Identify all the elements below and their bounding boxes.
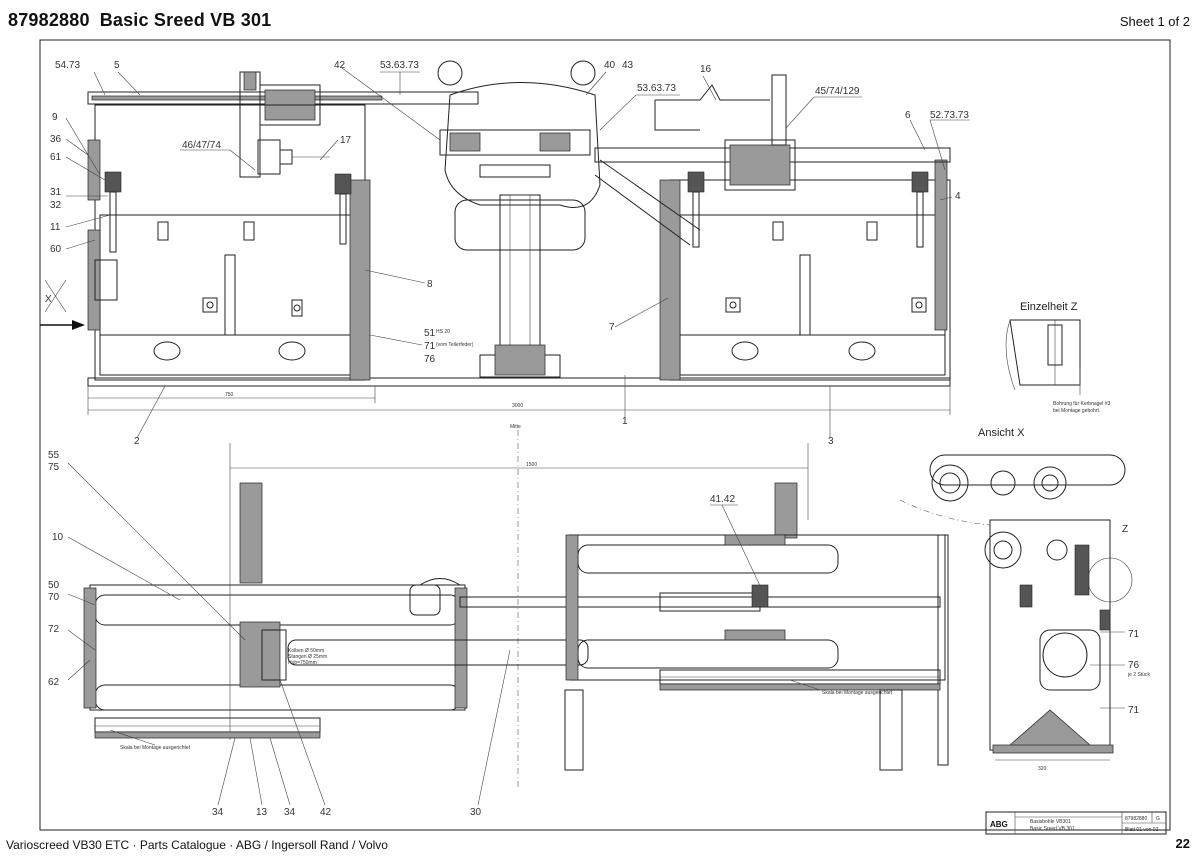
callout: 55	[48, 450, 60, 461]
callout: 11	[50, 222, 61, 233]
title-block-text: ABG Basisbohle VB301 Basic Sreed VB 301 …	[990, 816, 1160, 833]
callout: 41.42	[710, 494, 735, 505]
callout: 52.73.73	[930, 110, 969, 121]
callout: 53.63.73	[380, 60, 419, 71]
sheet-indicator: Sheet 1 of 2	[1119, 14, 1190, 29]
dimension: 320	[1038, 766, 1047, 772]
callout: 71	[1128, 629, 1140, 640]
callout: 34	[284, 807, 296, 818]
callout: 8	[427, 279, 433, 290]
callout: 32	[50, 200, 62, 211]
callout: 42	[334, 60, 346, 71]
dimension: 1500	[526, 462, 537, 468]
callout: 71	[424, 341, 436, 352]
callout: 30	[470, 807, 482, 818]
note-stueck: je 2 Stück	[1127, 672, 1150, 678]
note-teilerfeder: (vom Teilerfeder)	[436, 342, 474, 348]
callout: 40	[604, 60, 616, 71]
callout: 13	[256, 807, 268, 818]
drawing-title: Basic Sreed VB 301	[99, 10, 272, 30]
page-title: 87982880 Basic Sreed VB 301	[8, 10, 271, 31]
callout: 75	[48, 462, 60, 473]
notes: X Mitte Einzelheit Z Ansicht X Bohrung f…	[45, 294, 1150, 751]
note-kolben: Kolben Ø 50mm	[288, 648, 324, 654]
view-marker-x: X	[45, 294, 52, 305]
callout: 3	[828, 436, 834, 447]
callout: 60	[50, 244, 62, 255]
note-hub: Hub=750mm	[288, 660, 317, 666]
callout: 6	[905, 110, 911, 121]
callout: 31	[50, 187, 62, 198]
title-block-rev: G	[1156, 816, 1160, 822]
callout: 76	[1128, 660, 1140, 671]
callout: 54.73	[55, 60, 80, 71]
callout: 72	[48, 624, 60, 635]
drawing-frame	[39, 39, 1171, 831]
page-number: 22	[1175, 836, 1190, 851]
callout: 10	[52, 532, 64, 543]
dimension: 750	[225, 392, 234, 398]
callout: 34	[212, 807, 224, 818]
title-block	[985, 811, 1167, 835]
callout: 53.63.73	[637, 83, 676, 94]
callout: 2	[134, 436, 140, 447]
callout: 1	[622, 416, 628, 427]
note-skala-left: Skala bei Montage ausgerichtet	[120, 745, 191, 751]
callout: Z	[1122, 524, 1128, 535]
title-block-sheet: Blatt 01 von 02	[1125, 827, 1159, 833]
callout: 36	[50, 134, 62, 145]
note-stangen: Stangen Ø 25mm	[288, 654, 327, 660]
dimension: 3000	[512, 403, 523, 409]
callout: 7	[609, 322, 615, 333]
callout-labels: 54.73 5 42 53.63.73 40 43 16 53.63.73 45…	[48, 60, 1140, 818]
callout: 62	[48, 677, 60, 688]
callout: 45/74/129	[815, 86, 860, 97]
callout: 61	[50, 152, 62, 163]
dimension-labels: 750 3000 1500 320	[225, 392, 1047, 772]
callout: 4	[955, 191, 961, 202]
callout: 17	[340, 135, 352, 146]
callout: 51	[424, 328, 436, 339]
detail-z-title: Einzelheit Z	[1020, 301, 1078, 313]
bottom-view	[67, 430, 949, 806]
callout: 71	[1128, 705, 1140, 716]
callout: 50	[48, 580, 60, 591]
title-block-desc: Basisbohle VB301	[1030, 819, 1071, 825]
callout: 9	[52, 112, 58, 123]
note-skala-right: Skala bei Montage ausgerichtet	[822, 690, 893, 696]
detail-views	[899, 319, 1133, 761]
title-block-desc-en: Basic Sreed VB 301	[1030, 826, 1075, 832]
callout: 5	[114, 60, 120, 71]
note-bohrung-2: bei Montage gebohrt.	[1053, 408, 1100, 414]
abg-logo: ABG	[990, 820, 1008, 829]
callout: 16	[700, 64, 712, 75]
view-x-title: Ansicht X	[978, 427, 1025, 439]
note-hs: HS 20	[436, 329, 450, 335]
title-block-number: 87982880	[1125, 816, 1147, 822]
callout: 42	[320, 807, 332, 818]
callout: 76	[424, 354, 436, 365]
part-number: 87982880	[8, 10, 90, 30]
note-bohrung: Bohrung für Kerbnagel #3	[1053, 401, 1110, 407]
centre-note: Mitte	[510, 424, 521, 430]
callout: 43	[622, 60, 634, 71]
callout: 70	[48, 592, 60, 603]
catalogue-footer: Varioscreed VB30 ETC · Parts Catalogue ·…	[6, 838, 388, 852]
top-view	[40, 60, 970, 439]
callout: 46/47/74	[182, 140, 221, 151]
